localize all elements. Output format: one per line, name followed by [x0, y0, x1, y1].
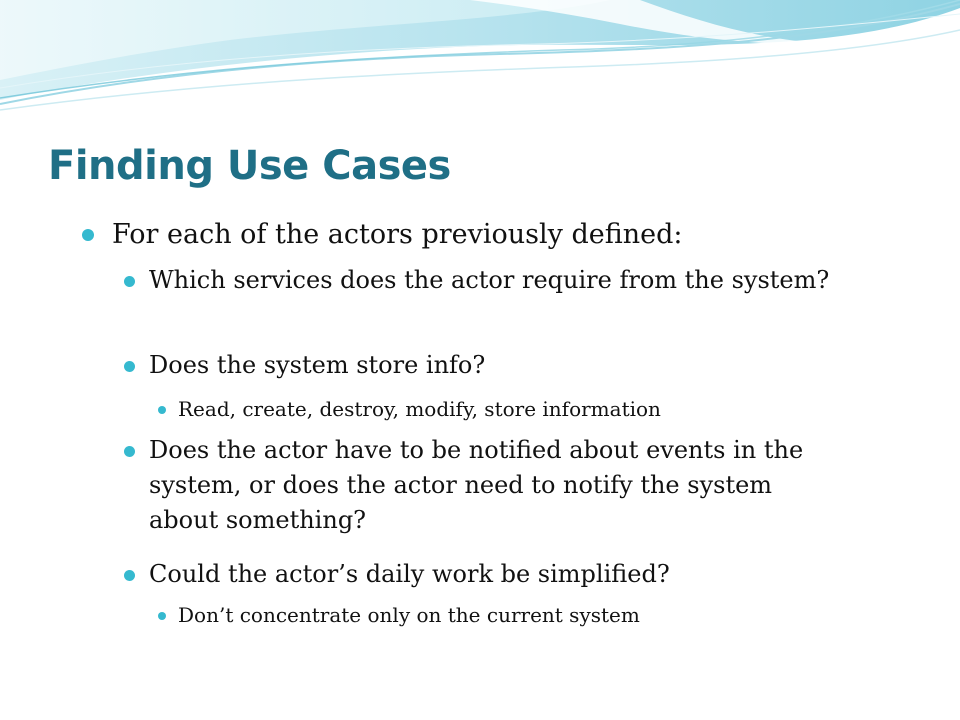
bullet-text: Does the system store info? — [149, 351, 486, 379]
bullet-dot-icon — [158, 612, 166, 620]
bullet-text: Does the actor have to be notified about… — [149, 436, 804, 534]
bullet-item-level2: Could the actor’s daily work be simplifi… — [124, 557, 839, 592]
bullet-text: Which services does the actor require fr… — [149, 266, 830, 294]
bullet-dot-icon — [124, 446, 135, 457]
bullet-dot-icon — [124, 361, 135, 372]
bullet-item-level2: Which services does the actor require fr… — [124, 263, 839, 298]
bullet-item-level2: Does the system store info? — [124, 348, 839, 383]
bullet-text: Don’t concentrate only on the current sy… — [178, 603, 640, 627]
bullet-item-level2: Does the actor have to be notified about… — [124, 433, 839, 538]
bullet-dot-icon — [158, 406, 166, 414]
wave-banner-decoration — [0, 0, 960, 111]
bullet-text: For each of the actors previously define… — [112, 219, 683, 250]
bullet-dot-icon — [82, 229, 94, 241]
slide-title: Finding Use Cases — [48, 143, 451, 189]
bullet-item-level1: For each of the actors previously define… — [82, 217, 912, 253]
bullet-text: Could the actor’s daily work be simplifi… — [149, 560, 670, 588]
bullet-item-level3: Read, create, destroy, modify, store inf… — [158, 395, 838, 423]
bullet-item-level3: Don’t concentrate only on the current sy… — [158, 601, 838, 629]
bullet-dot-icon — [124, 570, 135, 581]
bullet-dot-icon — [124, 276, 135, 287]
bullet-text: Read, create, destroy, modify, store inf… — [178, 397, 661, 421]
